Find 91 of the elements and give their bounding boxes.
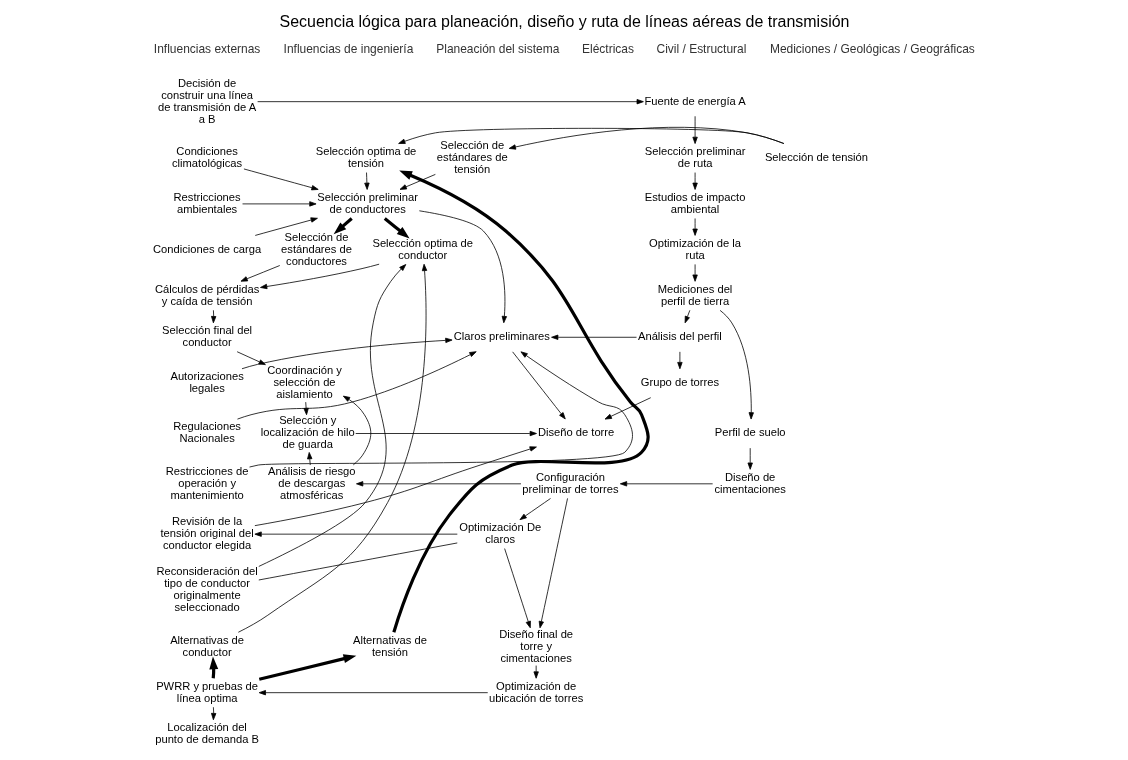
node-text: Optimización De claros (458, 521, 541, 546)
node-text: Selección optima de tensión (315, 144, 416, 169)
arrow (342, 395, 371, 466)
node-text: PWRR y pruebas de línea optima (155, 679, 258, 704)
node-text: Autorizaciones legales (169, 370, 244, 395)
arrow (691, 115, 698, 144)
arrow (511, 351, 566, 420)
arrow (241, 201, 316, 207)
arrow (354, 430, 537, 437)
label: Planeación del sistema (435, 41, 559, 56)
node-text: Selección de estándares de tensión (436, 138, 508, 175)
arrow (399, 174, 436, 190)
node-text: Regulaciones Nacionales (172, 420, 241, 445)
node-text: Grupo de torres (640, 376, 719, 389)
arrow (254, 531, 458, 537)
node-text: Selección preliminar de conductores (316, 190, 418, 215)
arrow (383, 217, 410, 239)
arrow (391, 170, 650, 633)
node-text: Análisis del perfil (637, 330, 722, 343)
arrow (258, 690, 488, 696)
node-text: Cálculos de pérdidas y caída de tensión (154, 282, 259, 307)
arrow (519, 498, 551, 521)
node-text: Selección final del conductor (161, 324, 252, 349)
arrow (237, 263, 427, 633)
label: Influencias externas (153, 41, 260, 56)
arrow (259, 263, 380, 290)
arrow (533, 665, 539, 679)
node-text: Análisis de riesgo de descargas atmosféricas (267, 464, 356, 501)
node-text: Selección preliminar de ruta (644, 144, 745, 169)
arrow (684, 309, 690, 324)
node-text: Estudios de impacto ambiental (644, 190, 745, 215)
node-text: Optimización de ubicación de torres (488, 679, 583, 704)
node-text: Selección optima de conductor (371, 236, 473, 261)
arrow (397, 127, 784, 144)
arrow (503, 548, 531, 629)
node-text: Diseño de torre (537, 426, 614, 439)
arrow (306, 452, 312, 466)
node-text: Selección de estándares de conductores (280, 230, 352, 267)
arrow (210, 309, 216, 324)
arrow (253, 446, 537, 527)
node-text: Condiciones climatológicas (171, 144, 242, 169)
connector (257, 542, 458, 581)
node-text: Diseño final de torre y cimentaciones (498, 627, 573, 664)
node-text: Selección de tensión (764, 150, 868, 163)
arrow (619, 481, 713, 487)
node-text: Coordinación y selección de aislamiento (266, 364, 342, 401)
node-text: Reconsideración del tipo de conductor originalmente seleccionado (155, 565, 258, 614)
arrow (241, 337, 452, 370)
node-text: Alternativas de tensión (352, 633, 427, 658)
label: Mediciones / Geológicas / Geográficas (769, 41, 975, 56)
arrow (719, 310, 754, 420)
arrow (538, 498, 568, 629)
arrow (691, 218, 698, 236)
arrow (747, 447, 753, 470)
arrow (256, 99, 644, 105)
arrow (240, 265, 280, 282)
node-text: Decisión de construir una línea de transmisión de A a B (157, 76, 256, 125)
arrow (243, 168, 319, 191)
node-text: Selección y localización de hilo de guarda (260, 414, 355, 451)
node-text: Localización del punto de demanda B (154, 721, 259, 746)
node-text: Claros preliminares (453, 330, 550, 343)
node-text: Configuración preliminar de torres (521, 470, 619, 495)
arrow (210, 706, 216, 721)
label: Eléctricas (581, 41, 634, 56)
node-text: Revisión de la tensión original del conductor elegida (160, 515, 254, 552)
node-text: Perfil de suelo (714, 426, 786, 439)
arrow (303, 401, 309, 416)
node-text: Fuente de energía A (643, 94, 746, 107)
arrow (248, 351, 633, 468)
node-text: Mediciones del perfil de tierra (657, 282, 732, 307)
arrow (363, 172, 370, 190)
node-text: Restricciones de operación y mantenimiento (165, 464, 248, 501)
arrow (258, 654, 356, 681)
label: Influencias de ingeniería (283, 41, 413, 56)
arrow (333, 217, 353, 235)
node-text: Alternativas de conductor (169, 633, 244, 658)
arrow (676, 351, 683, 370)
node-text: Diseño de cimentaciones (713, 470, 786, 495)
node-text: Restricciones ambientales (173, 190, 241, 215)
arrow (355, 481, 521, 487)
arrow (691, 172, 698, 190)
arrow (236, 351, 477, 420)
arrow (691, 264, 698, 282)
arrow (254, 217, 318, 236)
node-text: Condiciones de carga (152, 242, 261, 255)
diagram-title: Secuencia lógica para planeación, diseño y ruta de líneas aéreas de transmisión (279, 13, 849, 31)
arrow (418, 210, 507, 324)
arrow (550, 334, 637, 340)
arrow (604, 397, 651, 420)
label: Civil / Estructural (656, 41, 746, 56)
node-text: Optimización de la ruta (648, 236, 741, 261)
